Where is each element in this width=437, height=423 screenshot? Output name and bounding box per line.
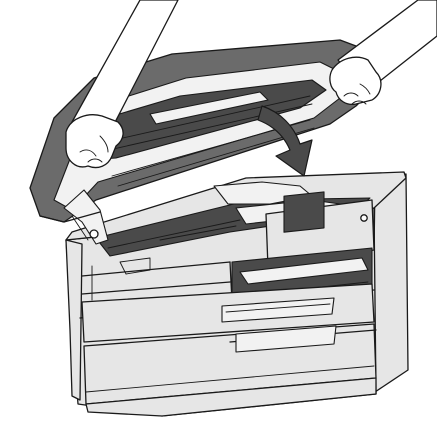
right-hand bbox=[329, 0, 437, 106]
touchscreen bbox=[283, 191, 325, 233]
paper-tray-upper bbox=[81, 283, 375, 343]
left-hand bbox=[65, 0, 179, 169]
power-button-icon bbox=[360, 214, 368, 222]
close-lid-arrow-icon bbox=[257, 105, 313, 177]
printer-base bbox=[85, 377, 377, 417]
